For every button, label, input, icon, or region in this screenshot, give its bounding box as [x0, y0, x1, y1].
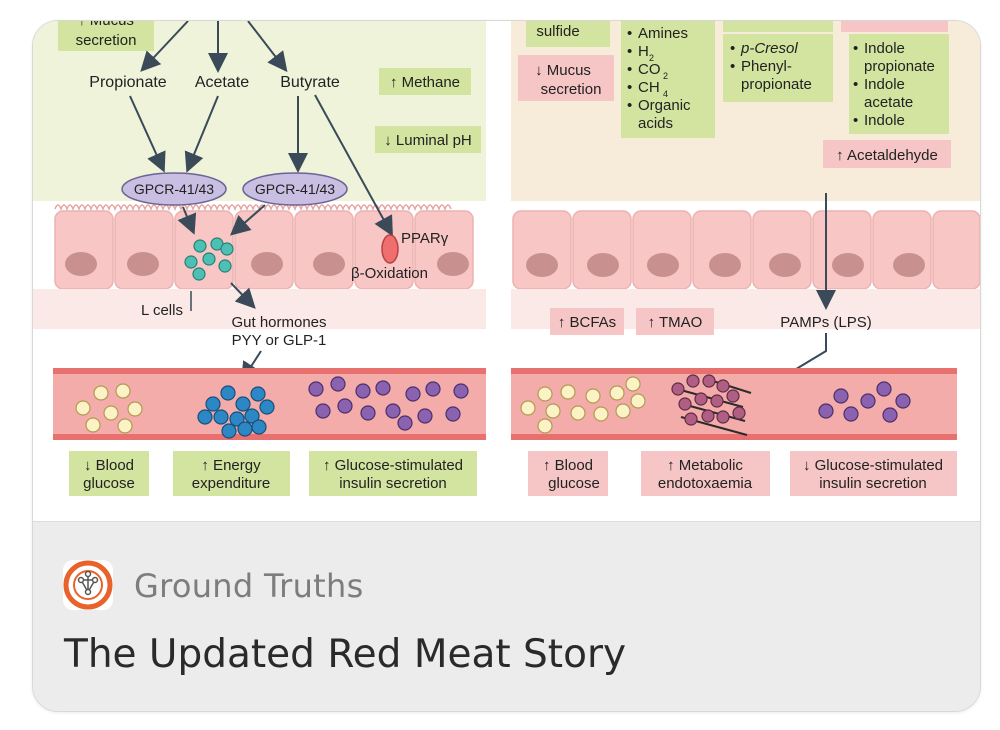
- svg-text:•: •: [853, 112, 858, 129]
- ppar-label: PPARγ: [401, 230, 449, 247]
- gpcr-label-1: GPCR-41/43: [134, 181, 214, 197]
- phenyl-label-1: Phenyl-: [741, 58, 792, 75]
- right-outcome-2-line-1: ↑ Metabolic: [667, 457, 743, 474]
- cresol-label: p-Cresol: [740, 40, 798, 57]
- bcfas-box: [550, 308, 624, 335]
- right-outcome-3-line-1: ↓ Glucose-stimulated: [803, 457, 943, 474]
- metabolite-h2: H: [638, 43, 649, 60]
- gpcr-label-2: GPCR-41/43: [255, 181, 335, 197]
- right-outcome-box-3: [790, 451, 957, 496]
- svg-text:•: •: [627, 79, 632, 96]
- svg-text:2: 2: [649, 53, 654, 63]
- metabolites-box: [621, 21, 715, 138]
- left-outcome-3-line-2: insulin secretion: [339, 475, 447, 492]
- acetate-label: Acetate: [195, 74, 249, 91]
- right-outcome-box-1: [528, 451, 608, 496]
- mucus-up-label-2: secretion: [76, 32, 137, 49]
- mucus-up-box: [58, 21, 154, 51]
- mucus-down-label-2: secretion: [541, 81, 602, 98]
- source-name: Ground Truths: [134, 567, 364, 605]
- svg-text:•: •: [627, 43, 632, 60]
- metabolite-co2: CO: [638, 61, 661, 78]
- luminal-ph-label: ↓ Luminal pH: [384, 132, 472, 149]
- mucus-up-label-1: ↑ Mucus: [78, 21, 134, 29]
- indole-label-4: acetate: [864, 94, 913, 111]
- svg-text:•: •: [853, 76, 858, 93]
- metabolite-ch4: CH: [638, 79, 660, 96]
- indole-label-1: Indole: [864, 40, 905, 57]
- beta-oxidation-label: β-Oxidation: [351, 265, 428, 282]
- left-outcome-1-line-1: ↓ Blood: [84, 457, 134, 474]
- left-outcome-2-line-2: expenditure: [192, 475, 270, 492]
- cresol-box: [723, 34, 833, 102]
- article-card[interactable]: ↑ Mucus secretion Propionate Acetate But…: [32, 20, 981, 712]
- acetaldehyde-box: [823, 140, 951, 168]
- mucus-down-label-1: ↓ Mucus: [535, 62, 591, 79]
- gut-microbiome-diagram: ↑ Mucus secretion Propionate Acetate But…: [33, 21, 980, 496]
- indole-label-5: Indole: [864, 112, 905, 129]
- sulfide-label: sulfide: [536, 23, 579, 40]
- metabolite-amines: Amines: [638, 25, 688, 42]
- left-outcome-2-line-1: ↑ Energy: [201, 457, 261, 474]
- indole-box: [849, 34, 949, 134]
- left-outcome-3-line-1: ↑ Glucose-stimulated: [323, 457, 463, 474]
- indole-label-2: propionate: [864, 58, 935, 75]
- right-outcome-2-line-2: endotoxaemia: [658, 475, 753, 492]
- gpcr-receptor-1: [121, 172, 227, 206]
- methane-box: [379, 68, 471, 95]
- svg-text:•: •: [853, 40, 858, 57]
- card-footer[interactable]: Ground Truths The Updated Red Meat Story: [33, 521, 980, 711]
- indole-label-3: Indole: [864, 76, 905, 93]
- svg-text:•: •: [730, 58, 735, 75]
- phenyl-label-2: propionate: [741, 76, 812, 93]
- acetaldehyde-label: ↑ Acetaldehyde: [836, 147, 938, 164]
- left-outcome-box-3: [309, 451, 477, 496]
- pamps-label: PAMPs (LPS): [780, 314, 871, 331]
- right-outcome-1-line-1: ↑ Blood: [543, 457, 593, 474]
- left-panel: ↑ Mucus secretion Propionate Acetate But…: [33, 21, 486, 496]
- gut-hormones-label-1: Gut hormones: [231, 314, 326, 331]
- gut-hormones-label-2: PYY or GLP-1: [232, 332, 327, 349]
- bcfas-label: ↑ BCFAs: [558, 314, 616, 331]
- tmao-label: ↑ TMAO: [648, 314, 703, 331]
- svg-text:4: 4: [663, 89, 668, 99]
- propionate-label: Propionate: [89, 74, 166, 91]
- left-outcome-box-2: [173, 451, 290, 496]
- svg-text:•: •: [627, 25, 632, 42]
- article-headline[interactable]: The Updated Red Meat Story: [64, 632, 627, 677]
- left-outcome-1-line-2: glucose: [83, 475, 135, 492]
- sulfide-box: [526, 21, 610, 47]
- ground-truths-logo-icon: [63, 560, 113, 610]
- lps-molecules: [671, 374, 746, 426]
- svg-text:•: •: [627, 61, 632, 78]
- methane-label: ↑ Methane: [390, 74, 460, 91]
- left-outcome-box-1: [69, 451, 149, 496]
- metabolite-acids: acids: [638, 115, 673, 132]
- butyrate-label: Butyrate: [280, 74, 340, 91]
- svg-text:•: •: [627, 97, 632, 114]
- right-outcome-1-line-2: glucose: [548, 475, 600, 492]
- svg-text:•: •: [730, 40, 735, 57]
- ppar-organelle: [381, 234, 399, 264]
- mucus-down-box: [518, 55, 614, 101]
- svg-text:2: 2: [663, 71, 668, 81]
- right-outcome-box-2: [641, 451, 770, 496]
- right-panel: sulfide ↓ Mucus secretion • Amines • H 2…: [511, 21, 980, 496]
- luminal-ph-box: [375, 126, 481, 153]
- article-figure: ↑ Mucus secretion Propionate Acetate But…: [33, 21, 980, 521]
- l-cells-label: L cells: [141, 302, 183, 319]
- right-outcome-3-line-2: insulin secretion: [819, 475, 927, 492]
- gpcr-receptor-2: [242, 172, 348, 206]
- metabolite-organic: Organic: [638, 97, 691, 114]
- tmao-box: [636, 308, 714, 335]
- l-cell-granules: [184, 237, 234, 281]
